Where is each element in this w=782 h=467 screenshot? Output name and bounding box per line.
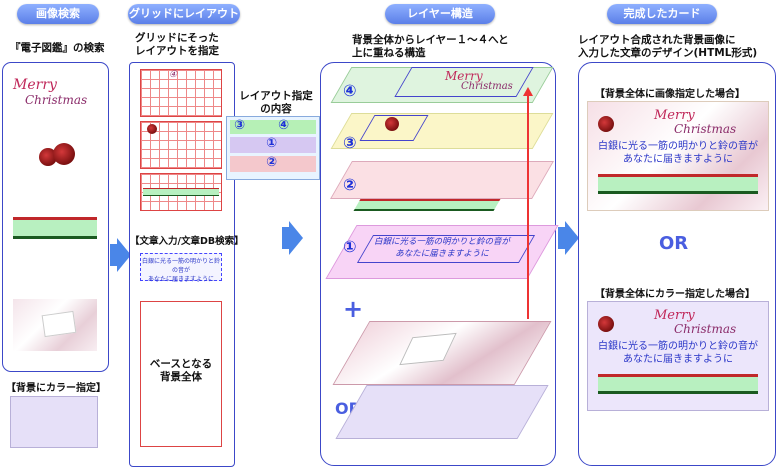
card-with-color: Merry Christmas 白銀に光る一筋の明かりと鈴の音が あなたに届きま… xyxy=(587,301,769,411)
arrow-2-body xyxy=(282,227,290,249)
panel4: 【背景全体に画像指定した場合】 Merry Christmas 白銀に光る一筋の… xyxy=(578,62,776,466)
layer-3-rose xyxy=(385,117,399,131)
ribbon-image xyxy=(13,217,97,239)
layout-num-4: ④ xyxy=(278,118,290,133)
step2-header: グリッドにレイアウト xyxy=(128,4,240,24)
panel3: Merry Christmas ④ ③ ② 白銀に光る一筋の明かりと鈴の音が あ… xyxy=(320,62,559,466)
panel1-bg-label: 【背景にカラー指定】 xyxy=(6,383,106,394)
layer-2-ribbon xyxy=(353,199,501,211)
layout-num-3: ③ xyxy=(234,118,246,133)
panel1-caption: 『電子図鑑』の検索 xyxy=(10,42,105,54)
card1-text: 白銀に光る一筋の明かりと鈴の音が あなたに届きますように xyxy=(598,141,758,165)
plus-sign: + xyxy=(343,295,364,323)
card2-label: 【背景全体にカラー指定した場合】 xyxy=(595,289,755,300)
card2-ribbon xyxy=(598,374,758,394)
arrow-3 xyxy=(565,221,579,255)
text-section-label: 【文章入力/文章DB検索】 xyxy=(130,236,244,247)
arrow-1 xyxy=(117,238,131,272)
rose-image xyxy=(39,148,57,166)
panel1: Merry Christmas xyxy=(2,62,109,372)
layer-2 xyxy=(330,161,554,199)
layout-num-2: ② xyxy=(266,155,278,170)
arrow-1-body xyxy=(110,244,118,266)
step4-header: 完成したカード xyxy=(607,4,717,24)
card1-label: 【背景全体に画像指定した場合】 xyxy=(595,89,745,100)
card2-text: 白銀に光る一筋の明かりと鈴の音が あなたに届きますように xyxy=(598,341,758,365)
text-grid: 白銀に光る一筋の明かりと鈴の音が あなたに届きますように xyxy=(140,253,222,283)
layer-4-christmas: Christmas xyxy=(461,81,513,92)
layer-4-merry: Merry xyxy=(445,69,483,83)
panel1-merry: Merry xyxy=(13,77,57,93)
layer-1-text: 白銀に光る一筋の明かりと鈴の音が あなたに届きますように xyxy=(373,237,510,259)
arrow-3-body xyxy=(558,227,566,249)
layer-num-2: ② xyxy=(343,175,357,194)
color-background-layer xyxy=(335,385,549,439)
layer-num-4: ④ xyxy=(343,81,357,100)
card-with-image: Merry Christmas 白銀に光る一筋の明かりと鈴の音が あなたに届きま… xyxy=(587,101,769,211)
base-label: ベースとなる 背景全体 xyxy=(149,358,213,383)
stack-arrow xyxy=(527,93,529,319)
base-background-box: ベースとなる 背景全体 xyxy=(140,301,222,447)
layer-num-1: ① xyxy=(343,237,357,256)
panel4-caption: レイアウト合成された背景画像に 入力した文章のデザイン(HTML形式) xyxy=(578,34,758,59)
panel1-color-swatch xyxy=(10,396,98,448)
arrow-2 xyxy=(289,221,303,255)
photo-thumbnail xyxy=(13,299,97,351)
card1-ribbon xyxy=(598,174,758,194)
panel2: ④ 【文章入力/文章DB検索】 白銀に光る一筋の明かりと鈴の音が あなたに届きま… xyxy=(129,62,244,467)
grid-layer-4: ④ xyxy=(140,69,222,117)
rose-image-2 xyxy=(53,143,75,165)
panel1-christmas: Christmas xyxy=(25,93,88,107)
grid-layer-2 xyxy=(140,173,222,211)
layout-spec-title: レイアウト指定 の内容 xyxy=(239,90,313,115)
layout-num-1: ① xyxy=(266,136,278,151)
step1-header: 画像検索 xyxy=(17,4,99,24)
grid-layer-3 xyxy=(140,121,222,169)
card-or: OR xyxy=(659,233,689,254)
step3-header: レイヤー構造 xyxy=(385,4,495,24)
layout-spec-box: ③ ④ ① ② xyxy=(226,116,320,180)
layer-num-3: ③ xyxy=(343,133,357,152)
panel3-caption: 背景全体からレイヤー１～４へと 上に重ねる構造 xyxy=(352,34,509,59)
panel2-caption: グリッドにそった レイアウトを指定 xyxy=(135,32,219,57)
